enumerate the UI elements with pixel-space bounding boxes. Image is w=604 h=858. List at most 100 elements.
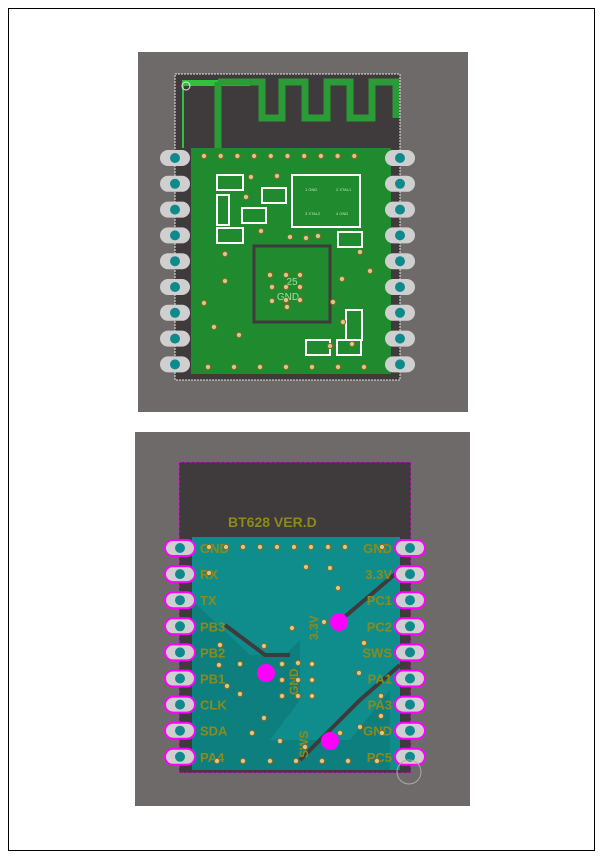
pad-hole [395, 307, 405, 318]
via [290, 543, 298, 551]
testpoint-sws [321, 732, 339, 750]
via [329, 298, 337, 306]
via [308, 660, 316, 668]
via [205, 543, 213, 551]
pad-hole [175, 673, 185, 684]
via [308, 692, 316, 700]
testpoint-label-3v3: 3.3V [307, 615, 321, 640]
via [273, 172, 281, 180]
via [294, 692, 302, 700]
top-castellated-pads [160, 150, 415, 373]
via [273, 543, 281, 551]
via [324, 543, 332, 551]
via [326, 342, 334, 350]
right-pin-label: PA3 [368, 698, 392, 713]
chip-label-net: GND [277, 292, 299, 303]
right-pin-label: 3.3V [365, 567, 392, 582]
pad-hole [405, 621, 415, 632]
via [266, 271, 274, 279]
via [217, 152, 224, 160]
via [288, 624, 296, 632]
via [256, 543, 264, 551]
via [200, 299, 208, 307]
via [213, 757, 221, 765]
via [373, 757, 381, 765]
via [336, 729, 344, 737]
left-pin-label: PB2 [200, 645, 225, 660]
qfn-chip [252, 244, 332, 324]
pad-hole [395, 230, 405, 241]
pad-hole [175, 621, 185, 632]
via [256, 363, 264, 371]
via [286, 233, 294, 241]
pad-hole [405, 751, 415, 762]
via [377, 692, 385, 700]
via [344, 757, 352, 765]
via [378, 729, 386, 737]
via [314, 232, 322, 240]
via [221, 250, 229, 258]
pad-hole [395, 153, 405, 163]
via [377, 712, 385, 720]
via [378, 543, 386, 551]
pad-hole [405, 543, 415, 553]
chip-label-number: 25 [286, 277, 298, 288]
left-pin-label: SDA [200, 724, 228, 739]
pad-hole [170, 307, 180, 318]
pad-hole [395, 256, 405, 267]
via [268, 283, 276, 291]
pad-hole [175, 595, 185, 606]
via [282, 283, 290, 291]
pad-hole [175, 569, 185, 580]
via [284, 152, 291, 160]
pad-hole [395, 359, 405, 370]
via [282, 271, 290, 279]
via [248, 729, 256, 737]
via [334, 584, 342, 592]
via [351, 152, 358, 160]
via [204, 363, 212, 371]
left-pin-label: TX [200, 593, 217, 608]
via [356, 723, 364, 731]
pad-hole [405, 725, 415, 736]
crystal-pad-1: 1 GND [305, 187, 317, 192]
via [267, 152, 274, 160]
via [215, 661, 223, 669]
via [278, 692, 286, 700]
pad-hole [405, 647, 415, 658]
via [339, 318, 347, 326]
right-pin-label: GND [363, 724, 392, 739]
via [302, 563, 310, 571]
pad-hole [170, 333, 180, 344]
via [317, 152, 324, 160]
via [239, 543, 247, 551]
left-pin-label: PA4 [200, 750, 225, 765]
pad-hole [170, 282, 180, 292]
via [308, 676, 316, 684]
via [278, 660, 286, 668]
via [268, 297, 276, 305]
pad-hole [175, 543, 185, 553]
testpoint-3v3 [330, 613, 348, 631]
via [239, 757, 247, 765]
via [360, 639, 368, 647]
pad-hole [170, 359, 180, 370]
bottom-pour-region [192, 600, 390, 770]
via [292, 757, 300, 765]
via [266, 757, 274, 765]
origin-marker-icon [396, 759, 422, 785]
via [296, 296, 304, 304]
pad-hole [395, 204, 405, 215]
via [341, 543, 349, 551]
via [294, 676, 302, 684]
testpoint-label-gnd: GND [287, 668, 301, 695]
pad-hole [170, 178, 180, 189]
via [251, 152, 258, 160]
via [282, 296, 290, 304]
via [235, 331, 243, 339]
fiducial-icon [181, 81, 191, 91]
crystal-outline [291, 174, 361, 228]
pad-hole [395, 282, 405, 292]
top-board-outline [174, 73, 401, 381]
via [276, 737, 284, 745]
